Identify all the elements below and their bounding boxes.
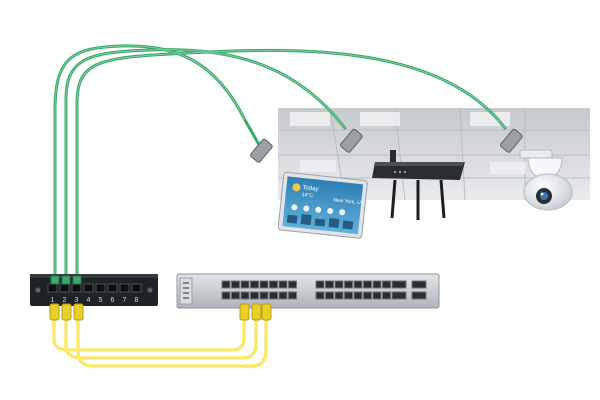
patch-panel-port-number: 6 — [111, 297, 115, 304]
switch-port — [288, 291, 297, 300]
patch-cable-1 — [52, 316, 246, 352]
patch-panel-port — [119, 283, 130, 293]
uplink-boots — [50, 275, 82, 285]
switch-port — [315, 280, 325, 289]
switch-port — [325, 280, 334, 289]
switch-port — [278, 291, 288, 300]
network-switch-icon — [176, 273, 440, 309]
switch-port — [411, 280, 427, 289]
switch-port — [269, 280, 278, 289]
switch-port — [344, 291, 353, 300]
tablet-day-label: Today — [302, 185, 319, 193]
switch-port — [382, 280, 391, 289]
patch-panel-icon: 1 2 3 4 5 6 7 8 — [30, 274, 158, 306]
ip-camera-icon — [519, 149, 573, 211]
patch-panel-port-number: 1 — [51, 297, 55, 304]
patch-panel-port — [131, 283, 142, 293]
switch-port — [221, 291, 231, 300]
patch-panel-port-number: 7 — [123, 297, 127, 304]
patch-panel-port — [83, 283, 94, 293]
patch-panel-port — [47, 283, 58, 293]
patch-panel-port — [95, 283, 106, 293]
tablet-temperature-label: 14°C — [301, 192, 313, 199]
switch-port — [344, 280, 353, 289]
switch-port — [325, 291, 334, 300]
switch-port — [240, 291, 250, 300]
switch-port — [411, 291, 427, 300]
rj45-plug-camera — [500, 128, 523, 153]
tablet-city-label: New York, US — [333, 197, 365, 206]
switch-port — [363, 291, 372, 300]
patch-panel-port — [107, 283, 118, 293]
switch-boots — [239, 303, 272, 321]
switch-port — [363, 280, 372, 289]
switch-port — [250, 291, 259, 300]
patch-panel-port-number: 2 — [63, 297, 67, 304]
switch-port — [221, 280, 231, 289]
switch-port — [259, 291, 269, 300]
switch-port — [240, 280, 250, 289]
patch-panel-boots — [49, 303, 84, 321]
patch-panel-port — [71, 283, 82, 293]
switch-port — [353, 291, 363, 300]
switch-port — [334, 291, 344, 300]
patch-panel-port-number: 8 — [135, 297, 139, 304]
tablet-icon: Today 14°C New York, US — [277, 171, 368, 239]
patch-cables — [52, 316, 268, 368]
switch-port — [372, 280, 382, 289]
switch-port — [391, 280, 407, 289]
patch-panel-port-number: 4 — [87, 297, 91, 304]
patch-panel-port-number: 5 — [99, 297, 103, 304]
uplink-cable-tablet — [53, 44, 264, 292]
switch-port — [231, 280, 240, 289]
switch-port — [372, 291, 382, 300]
switch-port — [334, 280, 344, 289]
switch-port — [269, 291, 278, 300]
switch-port — [391, 291, 407, 300]
switch-port — [250, 280, 259, 289]
switch-port — [315, 291, 325, 300]
switch-port — [278, 280, 288, 289]
rj45-plug-tablet — [250, 138, 273, 163]
patch-panel-port-number: 3 — [75, 297, 79, 304]
patch-panel-port — [59, 283, 70, 293]
rj45-plug-router — [340, 128, 363, 153]
switch-port — [231, 291, 240, 300]
router-icon — [372, 150, 465, 220]
patch-cable-2 — [64, 316, 258, 360]
weather-icons — [291, 183, 346, 216]
switch-port — [259, 280, 269, 289]
switch-port — [382, 291, 391, 300]
switch-port — [288, 280, 297, 289]
switch-port — [353, 280, 363, 289]
